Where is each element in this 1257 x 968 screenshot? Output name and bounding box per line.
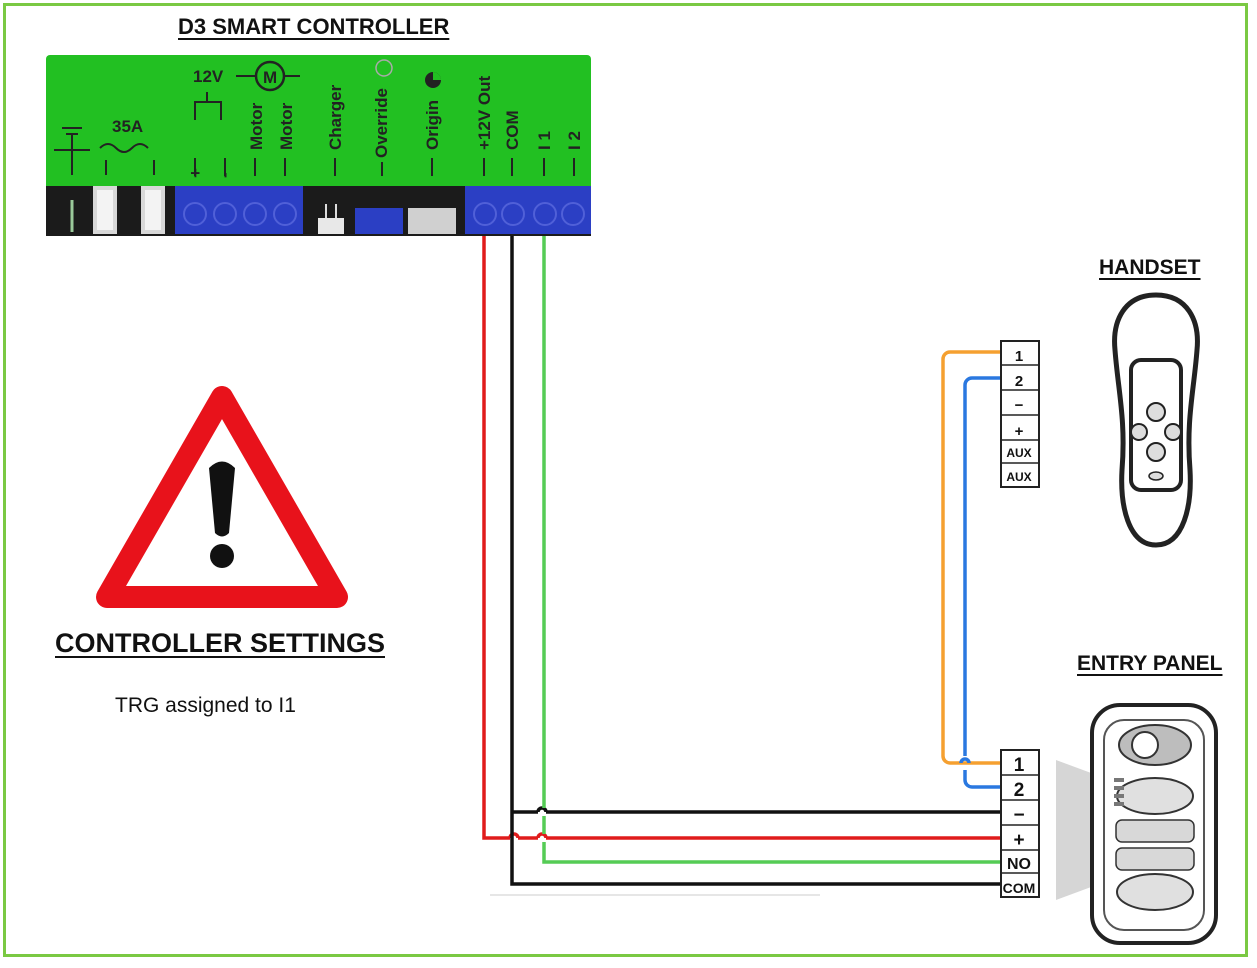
entry-term-no: NO <box>1007 856 1031 873</box>
voltage-label: 12V <box>193 67 224 86</box>
controller-settings-title: CONTROLLER SETTINGS <box>55 628 385 658</box>
label-motor-b: Motor <box>277 102 296 150</box>
entry-term-2: 2 <box>1014 780 1025 801</box>
entry-panel-title: ENTRY PANEL <box>1077 652 1223 675</box>
entry-term-1: 1 <box>1014 755 1025 776</box>
handset-term-plus: + <box>1015 423 1024 440</box>
entry-terminal-block: 1 2 − + NO COM <box>1000 749 1040 898</box>
handset-title: HANDSET <box>1099 256 1201 279</box>
controller-board: 35A 12V M + - Motor Motor Charger Overri… <box>46 55 591 236</box>
entry-term-com: COM <box>1003 880 1036 896</box>
warning-triangle-icon <box>96 386 348 608</box>
battery-icon <box>54 127 90 175</box>
handset-term-aux1: AUX <box>1006 446 1031 460</box>
origin-block <box>408 208 456 234</box>
label-charger: Charger <box>326 84 345 150</box>
handset-remote-icon <box>1112 292 1200 548</box>
wire-red <box>482 236 510 840</box>
override-block <box>355 208 403 234</box>
wire-black <box>510 236 1002 886</box>
controller-title: D3 SMART CONTROLLER <box>178 14 450 39</box>
label-12v-out: +12V Out <box>475 75 494 150</box>
charger-connector <box>318 218 344 234</box>
label-i2: I 2 <box>565 131 584 150</box>
handset-term-minus: − <box>1015 397 1024 414</box>
controller-wires <box>482 236 1002 886</box>
label-i1: I 1 <box>535 131 554 150</box>
label-origin: Origin <box>423 100 442 150</box>
entry-term-plus: + <box>1013 830 1024 851</box>
motor-icon: M <box>236 60 300 92</box>
entry-term-minus: − <box>1013 805 1024 826</box>
label-com: COM <box>503 110 522 150</box>
handset-term-1: 1 <box>1015 348 1023 365</box>
terminal-block-io <box>465 186 591 234</box>
fuse-label: 35A <box>112 117 143 136</box>
label-motor-a: Motor <box>247 102 266 150</box>
terminal-block-motor <box>175 186 303 234</box>
wire-blue <box>963 376 1002 756</box>
handset-term-aux2: AUX <box>1006 470 1031 484</box>
handset-terminal-block: 1 2 − + AUX AUX <box>1000 340 1040 488</box>
settings-note: TRG assigned to I1 <box>115 694 296 717</box>
wire-orange <box>941 350 1002 765</box>
fuse-icon <box>99 143 155 175</box>
handset-wires <box>941 350 1002 789</box>
svg-text:M: M <box>263 68 277 87</box>
entry-panel-icon <box>1056 703 1218 945</box>
handset-term-2: 2 <box>1015 373 1023 390</box>
label-override: Override <box>372 88 391 158</box>
